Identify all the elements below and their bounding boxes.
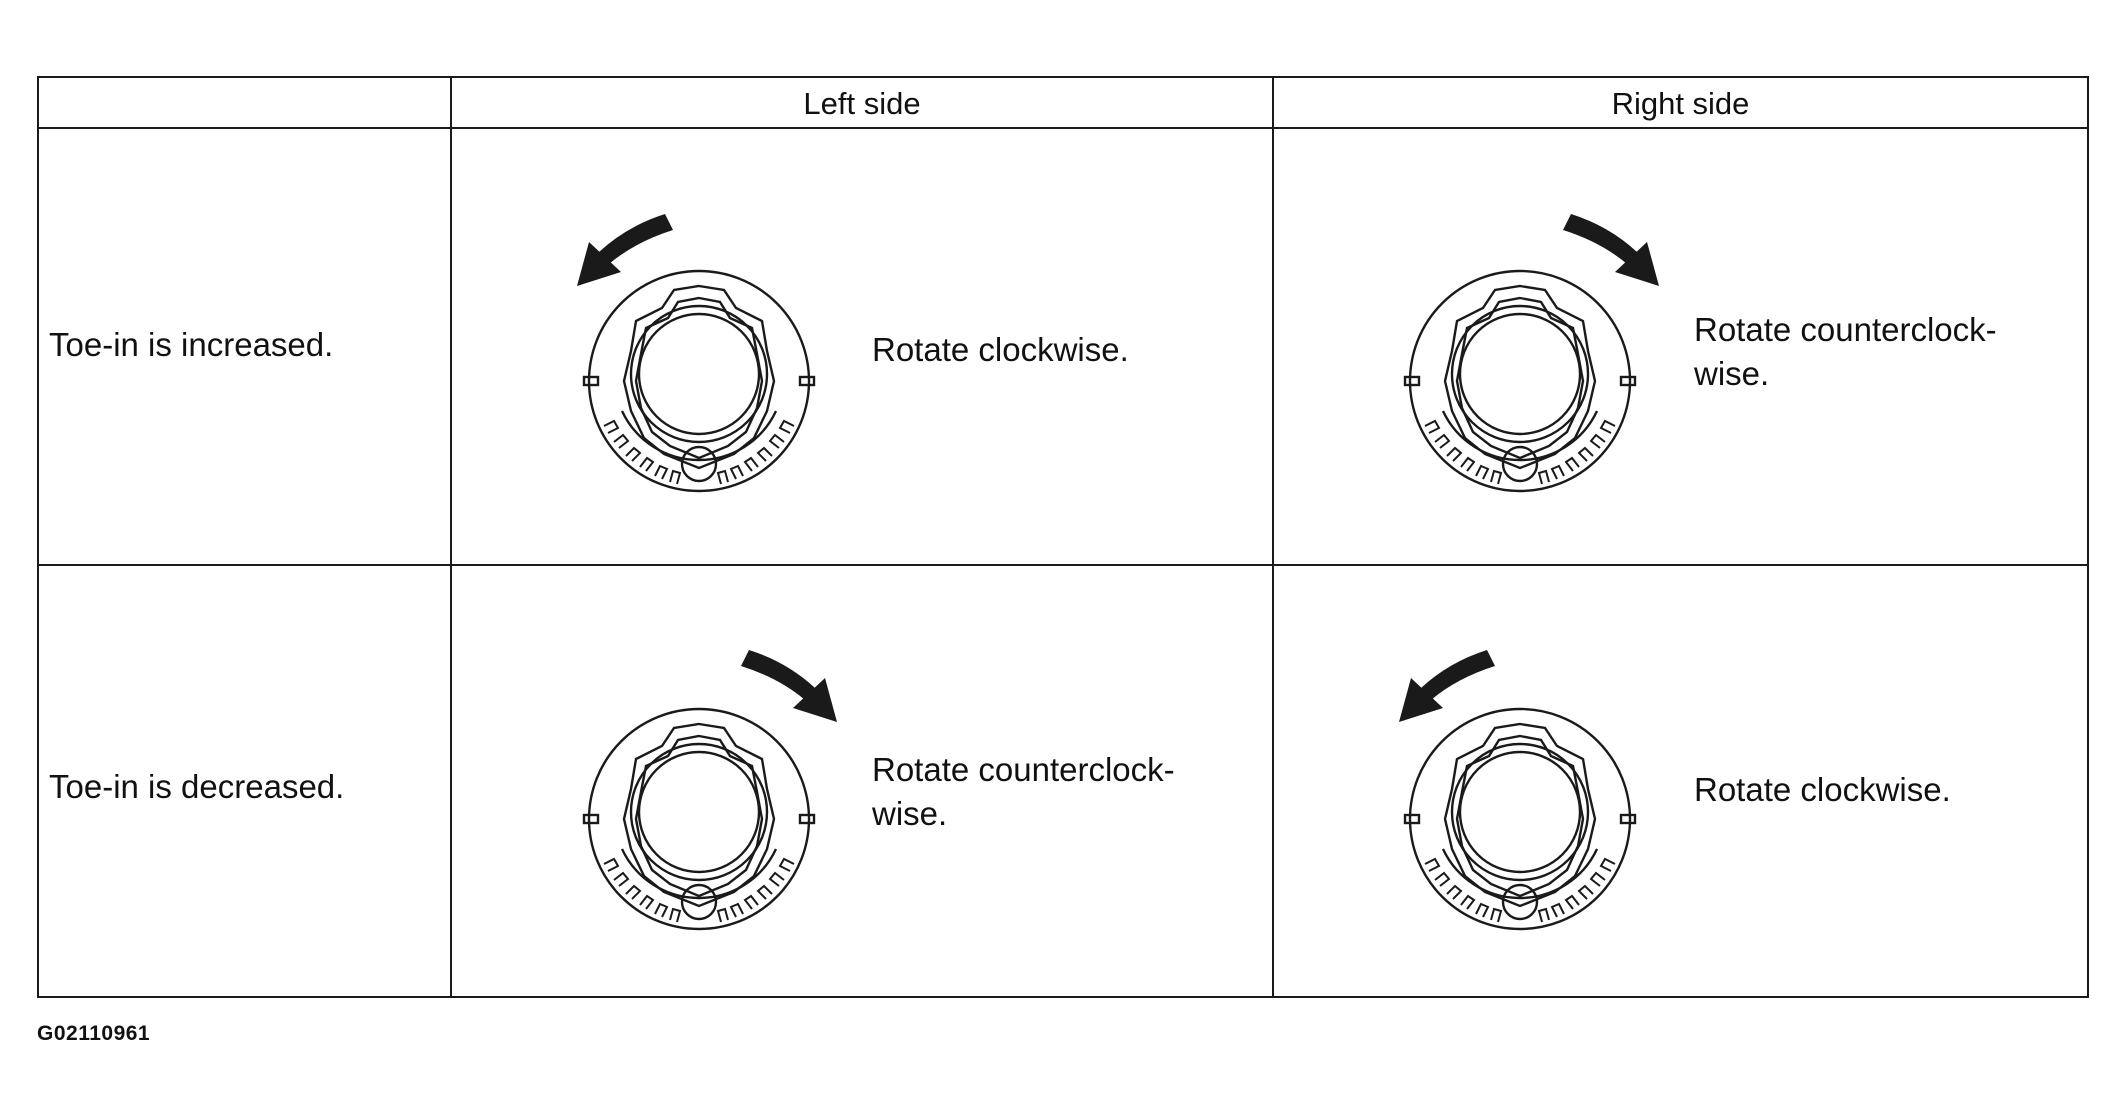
- instruction-line: Rotate counterclock-: [1694, 311, 1997, 348]
- header-right-side: Right side: [1611, 86, 1750, 121]
- adjusting-cam-dial-icon: [564, 246, 834, 516]
- column-divider: [450, 78, 452, 996]
- adjusting-cam-dial-icon: [564, 684, 834, 954]
- instruction-line: wise.: [872, 795, 948, 832]
- instruction-left-increased: Rotate clockwise.: [872, 328, 1129, 372]
- adjustment-table: Left side Right side Toe-in is increased…: [37, 76, 2089, 998]
- instruction-line: wise.: [1694, 355, 1770, 392]
- adjusting-cam-dial-icon: [1385, 684, 1655, 954]
- instruction-line: Rotate clockwise.: [872, 331, 1129, 368]
- header-left-side: Left side: [803, 86, 921, 121]
- instruction-line: Rotate clockwise.: [1694, 771, 1951, 808]
- column-divider: [1272, 78, 1274, 996]
- adjusting-cam-dial-icon: [1385, 246, 1655, 516]
- instruction-right-decreased: Rotate clockwise.: [1694, 768, 1951, 812]
- instruction-left-decreased: Rotate counterclock- wise.: [872, 748, 1175, 836]
- row-label-decreased: Toe-in is decreased.: [49, 768, 345, 805]
- instruction-right-increased: Rotate counterclock- wise.: [1694, 308, 1997, 396]
- instruction-line: Rotate counterclock-: [872, 751, 1175, 788]
- header-blank: [39, 78, 450, 128]
- figure-code: G02110961: [37, 1022, 151, 1045]
- header-divider: [39, 127, 2087, 129]
- row-label-increased: Toe-in is increased.: [49, 326, 334, 363]
- row-divider: [39, 564, 2087, 566]
